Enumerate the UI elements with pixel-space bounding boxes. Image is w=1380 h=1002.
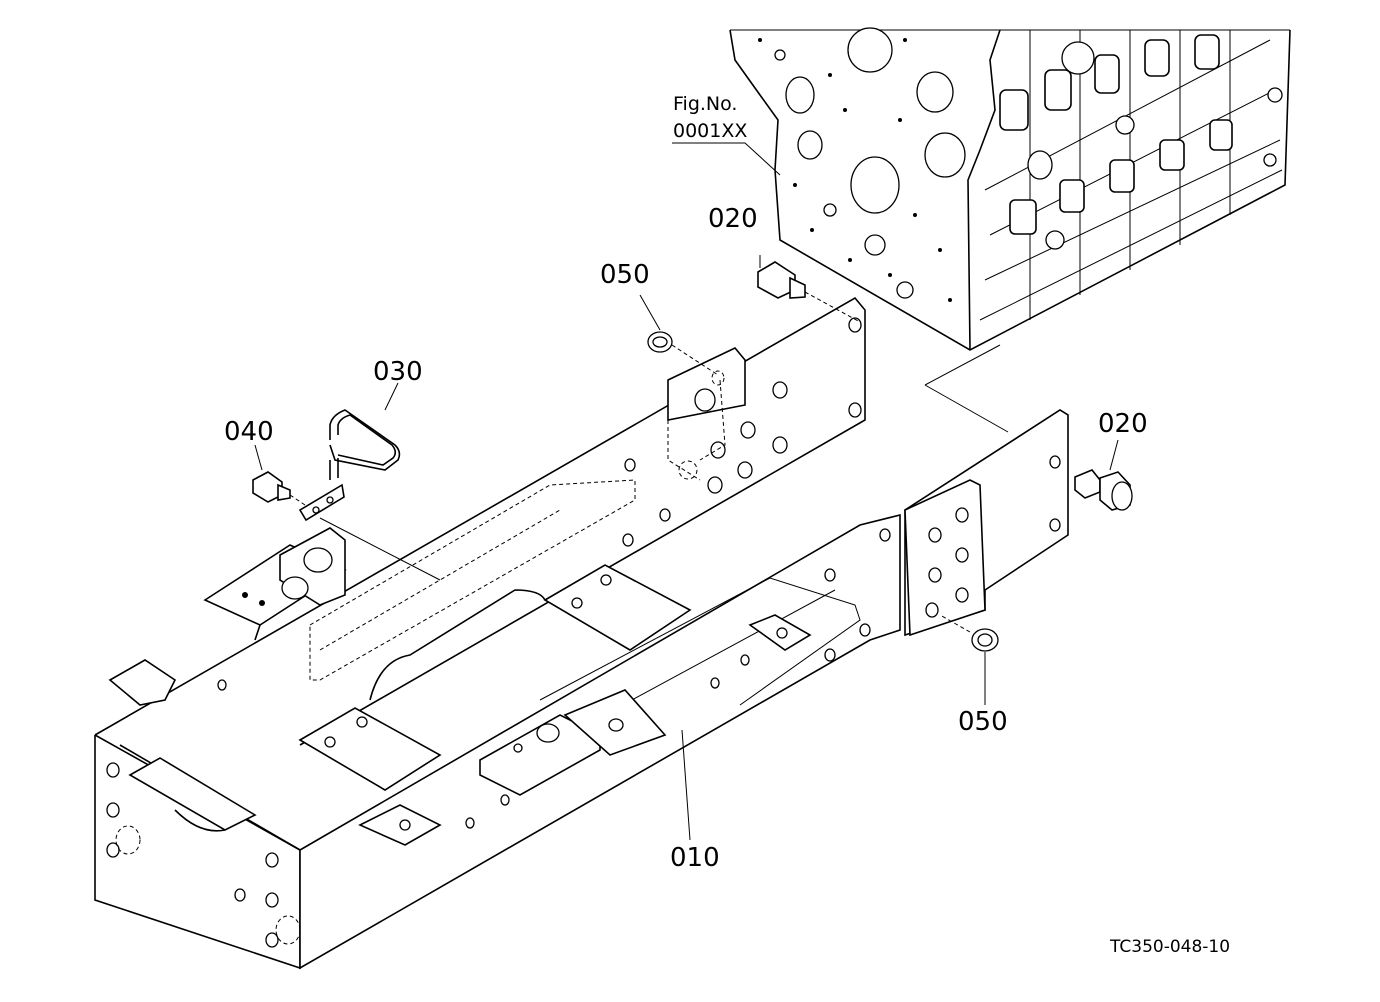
callout-020-right: 020 xyxy=(1098,409,1148,439)
callout-020-top: 020 xyxy=(708,204,758,234)
callout-030: 030 xyxy=(373,357,423,387)
drawing-code: TC350-048-10 xyxy=(1109,937,1230,957)
bolt-020-right xyxy=(1074,469,1133,511)
handle-030 xyxy=(298,409,441,581)
callout-040: 040 xyxy=(224,417,274,447)
bolt-040 xyxy=(252,471,306,506)
callout-050-top: 050 xyxy=(600,260,650,290)
bolt-020-top xyxy=(757,261,861,323)
fig-ref-line1: Fig.No. xyxy=(673,93,737,115)
leader-lines xyxy=(254,142,1119,841)
washer-050-right xyxy=(939,614,999,652)
washer-050-top xyxy=(647,331,719,376)
engine-block xyxy=(729,27,1291,351)
fig-ref-line2: 0001XX xyxy=(673,120,747,142)
callout-050-right: 050 xyxy=(958,707,1008,737)
frame-010 xyxy=(94,296,1069,970)
callout-010: 010 xyxy=(670,843,720,873)
cross-brackets xyxy=(108,527,812,846)
